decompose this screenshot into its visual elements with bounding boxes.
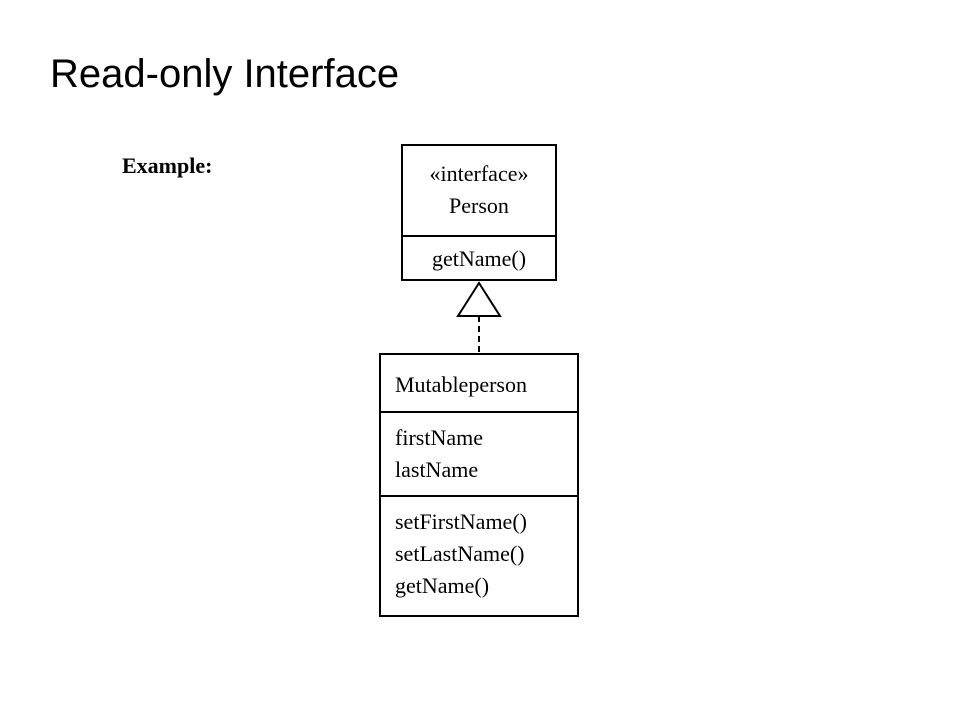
mutableperson-attributes: firstName lastName [381, 411, 577, 495]
interface-operation: getName() [431, 246, 527, 271]
class-name: Mutableperson [395, 372, 527, 397]
person-interface-header: «interface» Person [403, 146, 555, 235]
class-operation: setLastName() [395, 541, 525, 566]
class-operation: getName() [395, 573, 490, 598]
person-interface-box: «interface» Person getName() [401, 144, 557, 281]
class-operation: setFirstName() [395, 509, 527, 534]
mutableperson-class-box: Mutableperson firstName lastName setFirs… [379, 353, 579, 617]
realization-arrowhead [456, 281, 502, 317]
slide-title: Read-only Interface [50, 52, 400, 96]
class-attribute: lastName [395, 457, 479, 482]
class-attribute: firstName [395, 425, 483, 450]
interface-name: Person [449, 193, 509, 218]
mutableperson-class-header: Mutableperson [381, 355, 577, 411]
mutableperson-operations: setFirstName() setLastName() getName() [381, 495, 577, 615]
example-label: Example: [122, 153, 213, 178]
person-interface-operations: getName() [403, 235, 555, 279]
interface-stereotype: «interface» [429, 161, 529, 186]
